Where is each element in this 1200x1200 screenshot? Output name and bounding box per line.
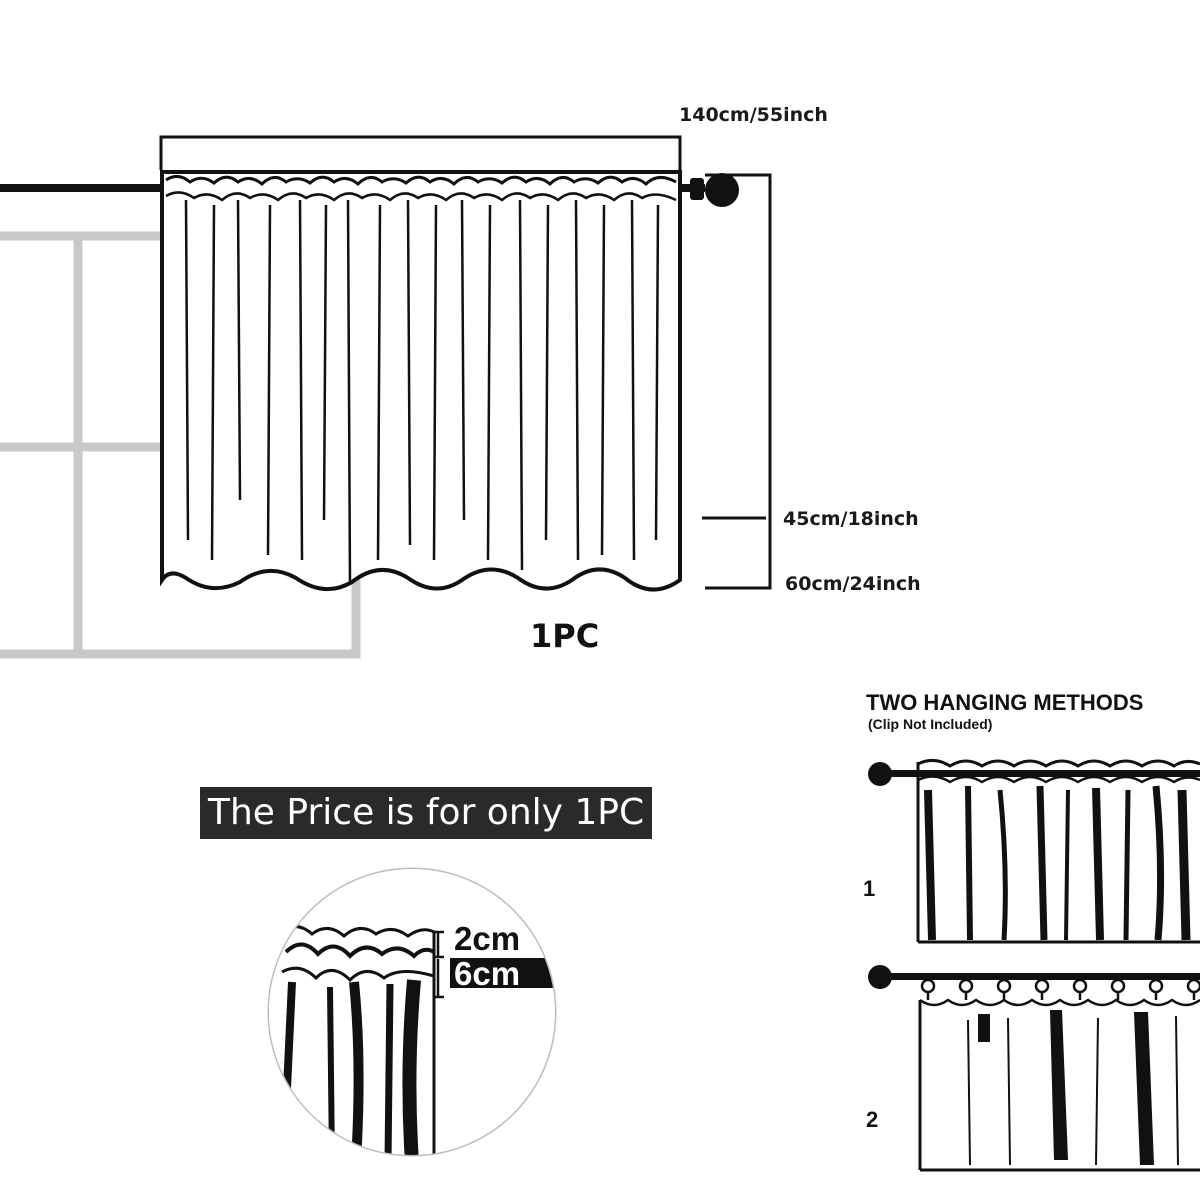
width-dimension [159, 135, 682, 170]
width-label: 140cm/55inch [679, 104, 828, 126]
hanging-method-1 [868, 759, 1200, 944]
hanging-methods-title: TWO HANGING METHODS [866, 690, 1144, 715]
top-allowance-label: 2cm [454, 920, 521, 957]
ball-finial-icon [868, 762, 892, 786]
hanging-method-2 [868, 965, 1200, 1172]
height-long-label: 60cm/24inch [785, 573, 921, 595]
method-2-number: 2 [866, 1107, 879, 1132]
height-short-label: 45cm/18inch [783, 508, 919, 530]
rod-pocket-label: 6cm [454, 955, 521, 992]
ball-finial-icon [868, 965, 892, 989]
clip-ring-icon [920, 978, 1200, 1000]
quantity-label: 1PC [530, 617, 600, 655]
price-note-banner: The Price is for only 1PC [200, 787, 653, 839]
curtain-panel [160, 170, 682, 592]
header-detail-zoom [267, 867, 557, 1157]
method-1-number: 1 [863, 876, 876, 901]
ball-finial-icon [705, 173, 739, 207]
height-dimension [702, 173, 772, 590]
main-curtain-diagram [0, 135, 772, 659]
hanging-methods-subtitle: (Clip Not Included) [868, 716, 993, 732]
